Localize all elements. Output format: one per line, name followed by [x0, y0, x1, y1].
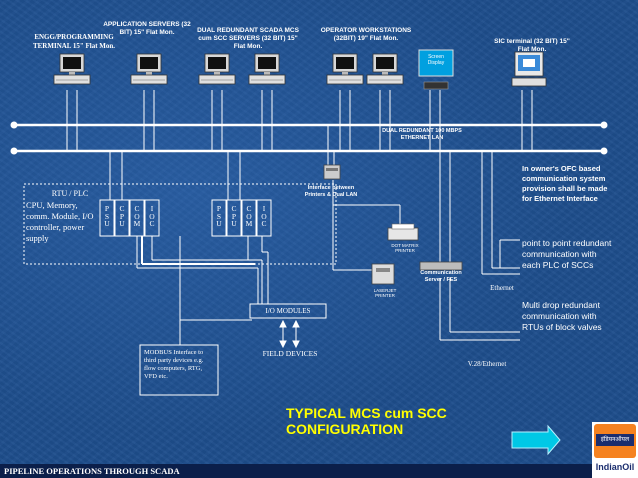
scada-server-2-icon: [248, 53, 286, 85]
engg-terminal-icon: [53, 53, 91, 85]
comm-server-label: Communication Server / FES: [420, 270, 462, 283]
screen-display-label: Screen Display: [427, 54, 445, 66]
dot-matrix-printer-icon: [387, 227, 419, 241]
app-server-1-icon: [130, 53, 168, 85]
modbus-label: MODBUS Interface to third party devices …: [144, 349, 204, 380]
next-arrow-icon: [511, 424, 561, 456]
sic-terminal-label: SIC terminal (32 BIT) 15" Flat Mon.: [494, 38, 570, 53]
io-modules-label: I/O MODULES: [265, 307, 311, 315]
operator-ws-label: OPERATOR WORKSTATIONS (32BIT) 19" Flat M…: [320, 27, 412, 42]
footer-text: PIPELINE OPERATIONS THROUGH SCADA: [4, 466, 180, 476]
owner-ofc-note: In owner's OFC based communication syste…: [522, 164, 608, 203]
scada-server-1-icon: [198, 53, 236, 85]
laserjet-label: LASERJET PRINTER: [373, 288, 397, 298]
multidrop-note: Multi drop redundant communication with …: [522, 300, 602, 332]
dot-matrix-label: DOT MATRIX PRINTER: [391, 243, 419, 253]
main-title: TYPICAL MCS cum SCC CONFIGURATION: [286, 405, 447, 437]
v28-label: V.28/Ethernet: [467, 360, 507, 368]
laserjet-printer-icon: [371, 263, 395, 285]
app-servers-label: APPLICATION SERVERS (32 BIT) 15" Flat Mo…: [103, 21, 191, 36]
indianoil-logo: इंडियनऑयल IndianOil: [592, 422, 638, 478]
screen-display-icon: [418, 49, 454, 77]
dual-scada-label: DUAL REDUNDANT SCADA MCS cum SCC SERVERS…: [197, 27, 299, 50]
io-modules-box: [249, 303, 327, 319]
footer-bar: PIPELINE OPERATIONS THROUGH SCADA: [0, 464, 592, 478]
ethernet-label: Ethernet: [490, 284, 514, 292]
operator-ws-1-icon: [326, 53, 364, 85]
operator-ws-2-icon: [366, 53, 404, 85]
p2p-note: point to point redundant communication w…: [522, 238, 612, 270]
rtu-plc-group: [23, 183, 337, 265]
field-devices-label: FIELD DEVICES: [262, 349, 318, 358]
comm-server-icon: [419, 261, 463, 271]
printer-interface-label: Interface between Printers & Dual LAN: [304, 185, 358, 198]
rtu-description: CPU, Memory, comm. Module, I/O controlle…: [26, 200, 94, 243]
engg-terminal-label: ENGG/PROGRAMMING TERMINAL 15" Flat Mon.: [32, 33, 116, 50]
dual-lan-label: DUAL REDUNDANT 100 MBPS ETHERNET LAN: [382, 128, 462, 141]
modbus-box: [139, 344, 219, 396]
printer-interface-icon: [323, 164, 341, 180]
rtu-plc-title: RTU / PLC: [51, 189, 89, 198]
